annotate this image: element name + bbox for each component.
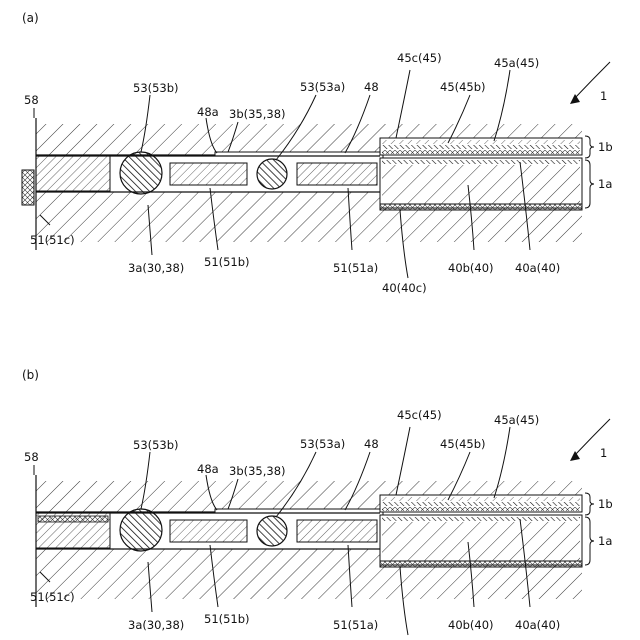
label-48: 48	[364, 437, 379, 451]
layer-40a	[382, 160, 580, 164]
label-45b: 45(45b)	[440, 437, 486, 451]
label-40b: 40b(40)	[448, 618, 494, 632]
label-ref-1: 1	[600, 89, 607, 103]
label-45c: 45c(45)	[397, 408, 442, 422]
brace-1a	[585, 160, 594, 208]
label-40a: 40a(40)	[515, 261, 560, 275]
block-51a	[297, 163, 377, 185]
label-53b: 53(53b)	[133, 438, 179, 452]
layer-40b	[382, 522, 580, 561]
layer-40b	[382, 165, 580, 204]
layer-45a	[382, 497, 580, 501]
label-45a: 45a(45)	[494, 56, 539, 70]
label-45c: 45c(45)	[397, 51, 442, 65]
label-48a: 48a	[197, 105, 219, 119]
label-51a: 51(51a)	[333, 261, 378, 275]
panel-b: (b) 1 1b 1a 58 53(53b) 48a 3b(35,38) 53(53a) 48 45…	[22, 368, 613, 640]
seal-58	[22, 170, 34, 205]
layer-45b	[382, 145, 580, 149]
layer-45c	[382, 150, 580, 154]
label-58: 58	[24, 450, 39, 464]
ball-53b	[120, 152, 162, 194]
brace-1a	[585, 517, 594, 565]
label-53a: 53(53a)	[300, 437, 345, 451]
label-58: 58	[24, 93, 39, 107]
label-51b: 51(51b)	[204, 255, 250, 269]
block-51a	[297, 520, 377, 542]
label-1a: 1a	[598, 177, 612, 191]
label-3b: 3b(35,38)	[229, 464, 286, 478]
label-45b: 45(45b)	[440, 80, 486, 94]
layer-45c	[382, 507, 580, 511]
label-1b: 1b	[598, 497, 613, 511]
label-1a: 1a	[598, 534, 612, 548]
label-ref-1: 1	[600, 446, 607, 460]
label-45a: 45a(45)	[494, 413, 539, 427]
block-51c	[36, 156, 110, 191]
label-51c: 51(51c)	[30, 590, 75, 604]
label-3b: 3b(35,38)	[229, 107, 286, 121]
label-48: 48	[364, 80, 379, 94]
label-40c: 40(40c)	[382, 281, 427, 295]
label-3a: 3a(30,38)	[128, 618, 184, 632]
label-51a: 51(51a)	[333, 618, 378, 632]
label-40a: 40a(40)	[515, 618, 560, 632]
brace-1b	[585, 136, 594, 158]
label-53b: 53(53b)	[133, 81, 179, 95]
layer-40a	[382, 517, 580, 521]
layer-40c	[380, 204, 582, 210]
label-51b: 51(51b)	[204, 612, 250, 626]
panel-label: (b)	[22, 368, 39, 382]
seal-58	[38, 516, 108, 522]
block-51b	[170, 520, 247, 542]
layer-45a	[382, 140, 580, 144]
ball-53a	[257, 159, 287, 189]
label-40b: 40b(40)	[448, 261, 494, 275]
label-51c: 51(51c)	[30, 233, 75, 247]
label-1b: 1b	[598, 140, 613, 154]
ball-53b	[120, 509, 162, 551]
label-48a: 48a	[197, 462, 219, 476]
brace-1b	[585, 493, 594, 515]
arrow-1-head	[570, 451, 580, 461]
layer-40c	[380, 561, 582, 567]
panel-label: (a)	[22, 11, 39, 25]
label-53a: 53(53a)	[300, 80, 345, 94]
ball-53a	[257, 516, 287, 546]
block-51b	[170, 163, 247, 185]
arrow-1-head	[570, 94, 580, 104]
layer-45b	[382, 502, 580, 506]
panel-a: (a) 1 1b 1a 58 53(53b) 48a 3b(35,38) 53(53a) 48 45…	[22, 11, 613, 295]
label-3a: 3a(30,38)	[128, 261, 184, 275]
